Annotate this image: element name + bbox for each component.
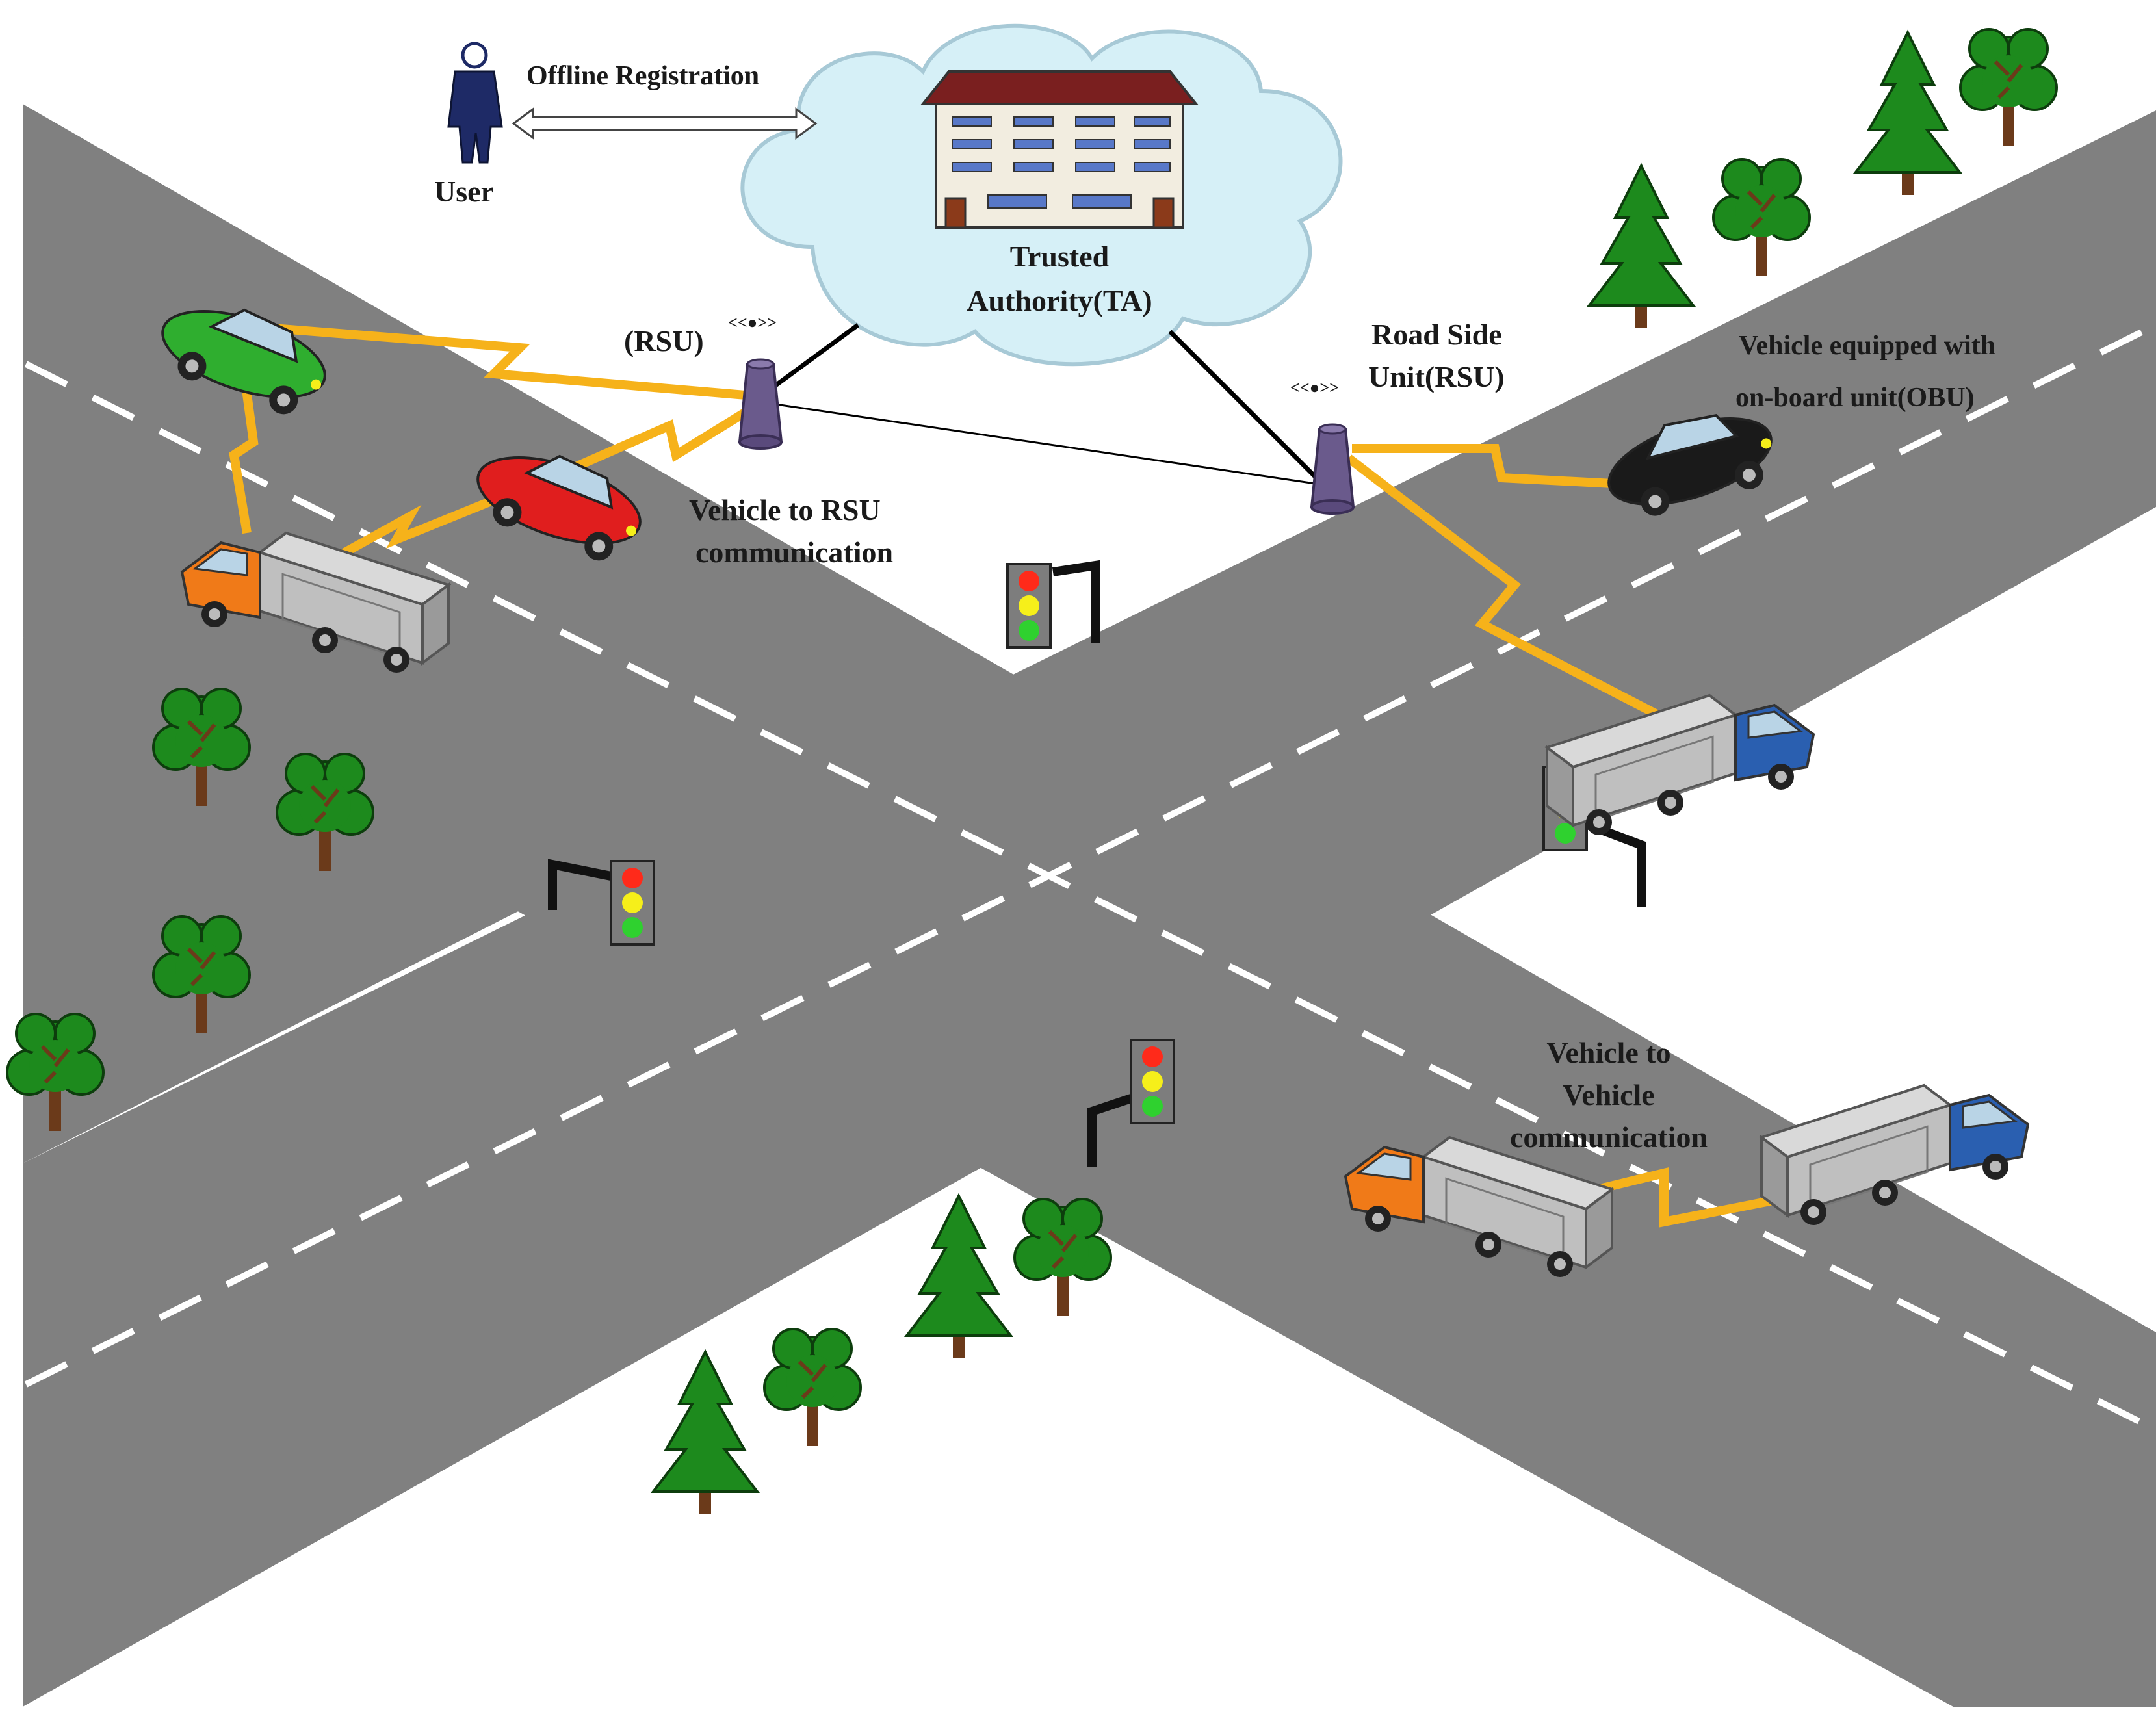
signal-glyph-right: <<●>>: [1290, 378, 1339, 397]
v2v-label-line2: Vehicle: [1563, 1078, 1654, 1111]
rsu-right-label-line1: Road Side: [1371, 318, 1502, 351]
v2v-label-line1: Vehicle to: [1546, 1036, 1670, 1069]
rsu-tower-icon: [1310, 423, 1355, 515]
tree-icon: [1960, 29, 2057, 146]
v2r-label-line2: communication: [695, 536, 893, 569]
traffic-light-icon: [1006, 560, 1100, 649]
obu-label-line2: on-board unit(OBU): [1735, 383, 1975, 413]
rsu-left-label: (RSU): [624, 324, 704, 357]
rsu-tower-icon: [738, 358, 783, 450]
tree-icon: [1588, 164, 1695, 330]
rsu-rsu-link: [766, 402, 1320, 486]
building-icon: [920, 70, 1199, 229]
rsu-right-label-line2: Unit(RSU): [1368, 360, 1505, 393]
tree-icon: [905, 1195, 1012, 1360]
v2r-label-line1: Vehicle to RSU: [689, 493, 881, 526]
obu-label-line1: Vehicle equipped with: [1739, 331, 1995, 361]
traffic-light-icon: [1087, 1039, 1175, 1167]
wireless-links: [229, 324, 1847, 1228]
ta-rsu-right-link: [1168, 330, 1321, 483]
tree-icon: [1015, 1199, 1111, 1316]
offline-registration-label: Offline Registration: [526, 61, 759, 91]
traffic-light-icon: [548, 859, 655, 946]
v2v-label-line3: communication: [1510, 1121, 1708, 1154]
tree-icon: [1854, 31, 1961, 196]
lane-marking-nw-se: [24, 361, 2156, 1433]
user-label: User: [434, 175, 494, 208]
lane-marking-sw-ne: [24, 322, 2156, 1388]
tree-icon: [1713, 159, 1810, 276]
offline-registration-arrow: [512, 107, 818, 140]
ta-label-line2: Authority(TA): [967, 284, 1152, 317]
tree-icon: [652, 1351, 759, 1516]
ta-label-line1: Trusted: [1010, 240, 1110, 273]
signal-glyph-left: <<●>>: [728, 313, 777, 332]
road-sw-ne: [23, 110, 2156, 1707]
tree-icon: [764, 1329, 861, 1446]
user-icon: [447, 42, 503, 164]
